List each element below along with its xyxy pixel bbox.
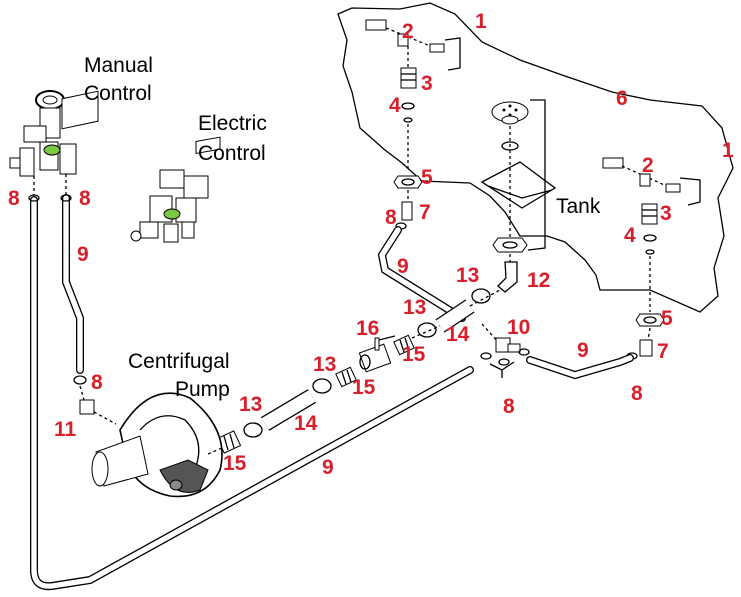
clamp-13-d	[243, 422, 263, 438]
callout-8: 8	[8, 187, 20, 210]
bulkhead-nut-tank	[492, 237, 528, 253]
callout-13: 13	[313, 353, 336, 376]
callout-9: 9	[577, 339, 589, 362]
callout-2: 2	[642, 154, 654, 177]
callout-bracket-6	[527, 99, 546, 251]
hose-14-upper	[435, 299, 475, 333]
callout-13: 13	[239, 393, 262, 416]
callout-7: 7	[657, 340, 669, 363]
callout-8: 8	[79, 187, 91, 210]
bulkhead-nut-5-right	[635, 256, 665, 327]
callout-15: 15	[352, 376, 376, 399]
centrifugal-pump	[91, 392, 223, 498]
callout-13: 13	[403, 296, 426, 319]
clamp-8-pump	[73, 375, 87, 385]
plug-3-right	[641, 203, 658, 225]
pump-label-2: Pump	[175, 378, 230, 401]
callout-8: 8	[503, 395, 515, 418]
clamp-13-c	[312, 378, 332, 394]
fitting-15-middle	[335, 366, 357, 388]
electric-control-label: Electric	[198, 112, 267, 135]
fitting-15-upper	[393, 334, 415, 356]
callout-bracket-1-left	[444, 37, 461, 71]
o-ring-4-right	[643, 234, 657, 242]
callout-pointer-8	[489, 361, 515, 378]
hose-9-manual-bypass	[62, 194, 84, 374]
plug-3-left	[400, 67, 417, 89]
manual-control-valve	[9, 90, 99, 202]
callout-3: 3	[660, 202, 672, 225]
tee-10	[480, 323, 530, 366]
fitting-15-lower	[216, 430, 242, 454]
electric-control-valve	[130, 136, 221, 243]
callout-15: 15	[402, 343, 426, 366]
callout-10: 10	[507, 316, 530, 339]
callout-4: 4	[624, 224, 636, 247]
tank-lid	[491, 101, 529, 238]
callout-15: 15	[223, 452, 247, 475]
elbow-7-right	[639, 327, 653, 357]
bulkhead-nut-5-left	[393, 124, 423, 189]
callout-numbers: 1 2 3 4 6 5 7 8 1 2 3 4 12 5 7 8 13 13 1…	[8, 10, 734, 479]
elbow-7-left	[401, 190, 413, 221]
tank-label: Tank	[556, 195, 601, 218]
callout-9: 9	[397, 255, 409, 278]
tank-outline	[337, 2, 734, 313]
callout-9: 9	[322, 456, 334, 479]
elbow-11	[79, 385, 117, 425]
hose-14-lower	[260, 389, 317, 431]
valve-16	[358, 335, 396, 373]
callout-3: 3	[421, 72, 433, 95]
callout-16: 16	[356, 317, 379, 340]
callout-8: 8	[631, 382, 643, 405]
manual-control-label: Manual	[84, 54, 153, 77]
callout-1: 1	[475, 10, 487, 33]
callout-8: 8	[91, 371, 103, 394]
callout-4: 4	[389, 94, 401, 117]
callout-1: 1	[722, 139, 734, 162]
manual-control-label-2: Control	[84, 82, 152, 105]
callout-9: 9	[77, 243, 89, 266]
agitator-fitting-right	[602, 157, 681, 193]
agitator-fitting-left	[365, 19, 446, 68]
hose-9-right	[526, 354, 634, 380]
electric-control-label-2: Control	[198, 142, 266, 165]
callout-14: 14	[446, 323, 470, 346]
hose-9-long-loop	[30, 196, 474, 591]
callout-13: 13	[456, 264, 479, 287]
callout-6: 6	[616, 87, 628, 110]
callout-5: 5	[421, 166, 433, 189]
callout-12: 12	[527, 269, 550, 292]
callout-7: 7	[419, 201, 431, 224]
clamp-13-b	[417, 322, 437, 338]
o-ring-4-left	[401, 102, 415, 110]
callout-14: 14	[294, 412, 318, 435]
callout-2: 2	[402, 20, 414, 43]
clamp-13-a	[471, 288, 491, 304]
callout-5: 5	[661, 307, 673, 330]
pump-label: Centrifugal	[128, 350, 230, 373]
callout-8: 8	[385, 206, 397, 229]
callout-bracket-1-right	[679, 177, 701, 206]
elbow-12	[497, 254, 518, 293]
hose-9-tank-return	[377, 226, 466, 322]
callout-11: 11	[54, 418, 77, 441]
